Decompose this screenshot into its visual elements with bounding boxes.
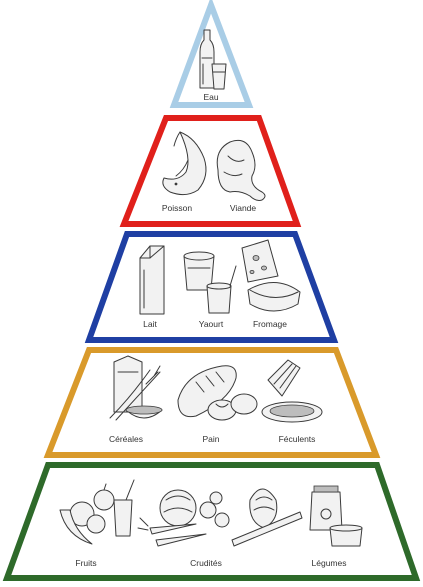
label-lait: Lait xyxy=(143,319,157,329)
label-feculents: Féculents xyxy=(279,434,316,444)
bread-loaf-icon xyxy=(177,365,237,418)
label-fruits: Fruits xyxy=(75,558,96,568)
spaghetti-pack-icon xyxy=(267,359,301,397)
label-fromage: Fromage xyxy=(253,319,287,329)
juice-glass-icon xyxy=(113,479,135,537)
meat-drumstick-icon xyxy=(216,139,266,201)
label-crudites: Crudités xyxy=(190,558,222,568)
carrots-icon xyxy=(137,517,207,547)
label-yaourt: Yaourt xyxy=(199,319,224,329)
tier-plants: Fruits Crudités Légumes xyxy=(2,462,421,581)
cabbage-icon xyxy=(159,489,197,527)
tier-proteins: Poisson Viande xyxy=(119,115,302,227)
fish-icon xyxy=(162,131,207,196)
tier-starches: Céréales Pain Féculents xyxy=(43,347,381,458)
cheese-wedge-icon xyxy=(241,239,279,283)
label-eau: Eau xyxy=(203,92,218,102)
pasta-plate-icon xyxy=(261,401,323,423)
tier-water: Eau xyxy=(169,0,254,108)
water-glass-icon xyxy=(211,63,227,90)
wheat-icon xyxy=(109,365,161,421)
label-cereales: Céréales xyxy=(109,434,143,444)
bread-rolls-icon xyxy=(207,393,258,421)
fruit-pile-icon xyxy=(59,483,115,545)
cheese-wheel-icon xyxy=(247,282,301,312)
label-poisson: Poisson xyxy=(162,203,193,213)
milk-carton-icon xyxy=(139,245,165,315)
tomatoes-icon xyxy=(199,491,230,528)
label-pain: Pain xyxy=(202,434,219,444)
vegetable-dish-icon xyxy=(329,524,363,547)
cereal-box-icon xyxy=(113,355,143,413)
label-legumes: Légumes xyxy=(312,558,347,568)
leek-icon xyxy=(231,511,303,547)
tier-proteins-frame xyxy=(119,115,302,227)
label-viande: Viande xyxy=(230,203,257,213)
yogurt-jar-icon xyxy=(206,265,237,314)
tier-dairy: Lait Yaourt Fromage xyxy=(84,231,339,343)
vegetable-jar-icon xyxy=(309,485,343,531)
cereal-bowl-icon xyxy=(125,405,163,419)
artichoke-icon xyxy=(249,488,278,529)
